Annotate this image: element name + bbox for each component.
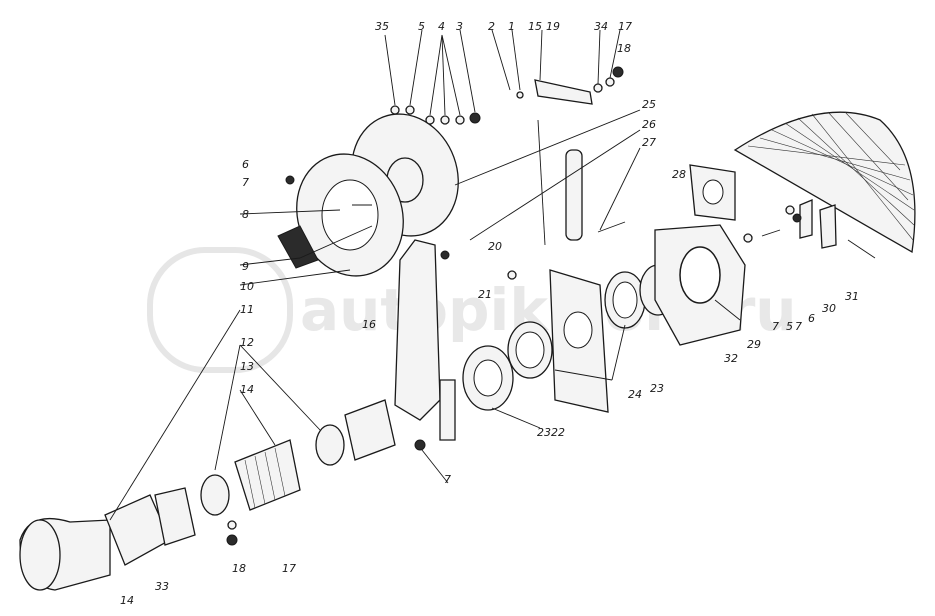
part-labels: 35 5 4 3 2 1 15 19 34 17 18 25 26 27 28 … <box>120 20 859 607</box>
label-3: 3 <box>456 20 463 33</box>
label-18-lower: 18 <box>232 562 246 575</box>
label-1: 1 <box>508 20 515 33</box>
label-17-lower: 17 <box>282 562 296 575</box>
mount-plate <box>549 269 609 413</box>
linkage-rod <box>534 79 593 246</box>
label-18: 18 <box>617 42 631 55</box>
label-20: 20 <box>488 240 502 253</box>
label-30: 30 <box>822 302 836 315</box>
label-6-right: 6 <box>808 312 815 325</box>
label-2: 2 <box>488 20 495 33</box>
label-16: 16 <box>362 318 376 331</box>
label-7-right-2: 7 <box>795 320 802 333</box>
label-6: 6 <box>242 158 249 171</box>
flange-plate <box>296 113 459 277</box>
label-19: 19 <box>546 20 560 33</box>
label-27: 27 <box>642 136 656 149</box>
label-11: 11 <box>240 303 254 316</box>
label-17: 17 <box>618 20 632 33</box>
label-2322: 2322 <box>537 426 565 439</box>
label-29: 29 <box>747 338 761 351</box>
label-33: 33 <box>155 580 169 593</box>
leader-lines <box>109 29 741 521</box>
belt-housing <box>394 239 456 441</box>
fasteners <box>226 66 802 546</box>
bearing-housing <box>654 164 746 346</box>
label-13: 13 <box>240 360 254 373</box>
shield-brackets <box>799 199 876 259</box>
label-10: 10 <box>240 280 254 293</box>
shield-cover <box>733 111 916 254</box>
label-8: 8 <box>242 208 249 221</box>
label-25: 25 <box>642 98 656 111</box>
label-28: 28 <box>672 168 686 181</box>
label-34: 34 <box>594 20 608 33</box>
label-31: 31 <box>845 290 859 303</box>
label-21: 21 <box>478 288 492 301</box>
label-26: 26 <box>642 118 656 131</box>
label-35: 35 <box>375 20 389 33</box>
label-7: 7 <box>242 176 249 189</box>
label-24: 24 <box>628 388 642 401</box>
label-5: 5 <box>418 20 425 33</box>
label-14: 14 <box>240 383 254 396</box>
label-7-right: 7 <box>772 320 779 333</box>
label-9: 9 <box>242 260 249 273</box>
pipe-assembly <box>19 399 396 591</box>
label-14-lower: 14 <box>120 594 134 607</box>
label-4: 4 <box>438 20 445 33</box>
label-5-right: 5 <box>786 320 793 333</box>
crank-handle <box>277 204 373 269</box>
label-32: 32 <box>724 352 738 365</box>
label-15: 15 <box>528 20 542 33</box>
label-12: 12 <box>240 336 254 349</box>
label-7-lower: 7 <box>444 473 451 486</box>
label-23: 23 <box>650 382 664 395</box>
